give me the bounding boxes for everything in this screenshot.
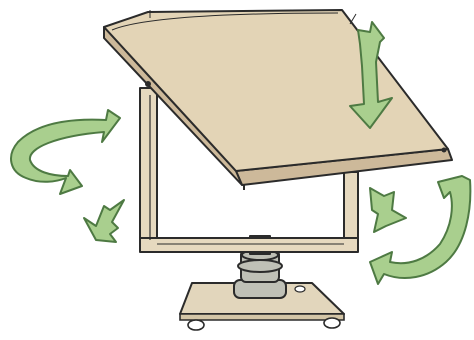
base-platform-side: [180, 314, 344, 320]
frame-post-left: [140, 88, 157, 250]
tabletop-corner-bolt-2: [442, 148, 447, 153]
caster-wheel-left: [188, 320, 204, 330]
arrow-curve-left-icon: [11, 110, 120, 194]
caster-wheel-right: [324, 318, 340, 328]
arrow-curve-right-icon: [370, 176, 470, 284]
tabletop-corner-bolt: [145, 81, 151, 87]
arrow-small-right-icon: [370, 188, 406, 232]
caster-wheel-back: [295, 286, 305, 292]
frame-crossbar: [140, 238, 358, 252]
pedestal-collar-lower: [238, 260, 282, 272]
arrow-small-left-icon: [84, 200, 124, 242]
